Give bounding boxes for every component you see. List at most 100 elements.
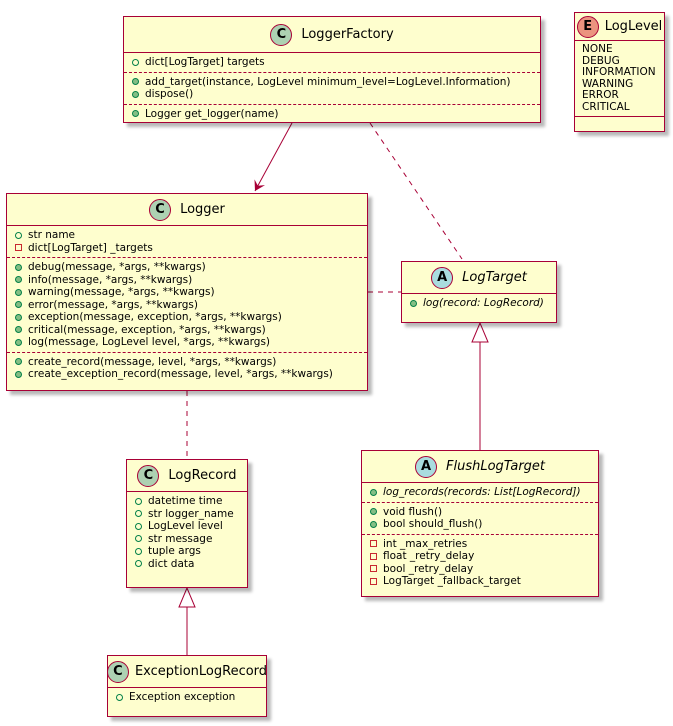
member-text: LogTarget _fallback_target (383, 575, 521, 587)
inherit-triangle-logrecord (178, 586, 196, 608)
enum-value: WARNING (582, 77, 634, 90)
member-text: critical(message, exception, *args, **kw… (28, 323, 266, 336)
class-field: str message (135, 533, 247, 546)
class-field: dict[LogTarget] targets (132, 56, 540, 69)
member-text: float _retry_delay (383, 550, 475, 562)
class-body: log(record: LogRecord) (402, 294, 556, 313)
class-header: A LogTarget (402, 262, 556, 294)
class-field: int _max_retries (370, 538, 598, 551)
public-method-icon (370, 508, 377, 516)
class-field: Exception exception (116, 691, 266, 704)
class-flush-log-target[interactable]: A FlushLogTarget log_records(records: Li… (361, 450, 599, 597)
class-field: dict[LogTarget] _targets (15, 242, 367, 255)
member-text: Logger get_logger(name) (145, 107, 279, 120)
member-text: dict[LogTarget] _targets (28, 241, 153, 254)
public-method-icon (15, 288, 22, 296)
member-text: tuple args (148, 545, 201, 557)
class-badge-icon: C (149, 198, 172, 221)
member-section: add_target(instance, LogLevel minimum_le… (124, 71, 540, 104)
abstract-badge-icon: A (414, 455, 437, 478)
public-method-icon (15, 263, 22, 271)
member-section: create_record(message, level, *args, **k… (7, 351, 367, 384)
member-text: exception(message, exception, *args, **k… (28, 311, 282, 323)
inherit-triangle-logtarget (471, 321, 489, 343)
class-method: void flush() (370, 506, 598, 519)
class-method: log(message, LogLevel level, *args, **kw… (15, 336, 367, 349)
class-field: LogLevel level (135, 520, 247, 533)
public-method-icon (15, 370, 22, 378)
class-log-target[interactable]: A LogTarget log(record: LogRecord) (401, 261, 557, 323)
enum-log-level[interactable]: E LogLevel NONE DEBUG INFORMATION WARNIN… (574, 12, 665, 132)
class-header: C ExceptionLogRecord (106, 656, 267, 688)
class-badge-icon: C (137, 464, 160, 487)
private-field-icon (370, 565, 377, 573)
public-field-icon (135, 547, 142, 555)
class-method: create_record(message, level, *args, **k… (15, 356, 367, 369)
member-text: add_target(instance, LogLevel minimum_le… (145, 75, 511, 88)
member-section: log(record: LogRecord) (402, 294, 556, 313)
member-text: int _max_retries (383, 537, 468, 550)
member-text: LogLevel level (148, 520, 223, 532)
class-name: LoggerFactory (301, 27, 394, 42)
class-exception-log-record[interactable]: C ExceptionLogRecord Exception exception (106, 655, 267, 717)
member-section: debug(message, *args, **kwargs)info(mess… (7, 257, 367, 352)
member-text: create_record(message, level, *args, **k… (28, 355, 277, 368)
dep-factory-logtarget (369, 122, 463, 260)
class-method: log_records(records: List[LogRecord]) (370, 486, 598, 499)
private-field-icon (15, 244, 22, 252)
enum-value: ERROR (582, 89, 619, 101)
class-field: float _retry_delay (370, 550, 598, 563)
member-text: str name (28, 229, 76, 241)
enum-value: DEBUG (582, 54, 620, 67)
member-text: warning(message, *args, **kwargs) (28, 286, 215, 298)
public-field-icon (135, 522, 142, 530)
assoc-factory-logger (254, 122, 293, 192)
member-text: bool _retry_delay (383, 562, 474, 575)
class-method: bool should_flush() (370, 518, 598, 531)
enum-value: INFORMATION (582, 66, 656, 78)
public-field-icon (135, 560, 142, 568)
class-method: add_target(instance, LogLevel minimum_le… (132, 76, 540, 89)
member-text: log(message, LogLevel level, *args, **kw… (28, 336, 271, 348)
public-field-icon (116, 693, 123, 701)
public-field-icon (135, 535, 142, 543)
class-method: exception(message, exception, *args, **k… (15, 311, 367, 324)
enum-empty-section (575, 116, 664, 123)
public-method-icon (15, 338, 22, 346)
class-logger-factory[interactable]: C LoggerFactory dict[LogTarget] targets a… (123, 16, 541, 123)
class-badge-icon: C (106, 660, 129, 683)
member-text: log(record: LogRecord) (423, 297, 544, 309)
member-section: log_records(records: List[LogRecord]) (362, 483, 598, 502)
class-body: log_records(records: List[LogRecord]) voi… (362, 483, 598, 591)
class-field: datetime time (135, 495, 247, 508)
member-text: log_records(records: List[LogRecord]) (383, 486, 581, 498)
member-text: debug(message, *args, **kwargs) (28, 261, 206, 273)
class-badge-icon: C (270, 23, 293, 46)
enum-values: NONE DEBUG INFORMATION WARNING ERROR CRI… (575, 41, 664, 116)
public-method-icon (132, 78, 139, 86)
class-field: dict data (135, 558, 247, 571)
public-method-icon (15, 313, 22, 321)
enum-value: NONE (582, 43, 613, 55)
member-text: void flush() (383, 505, 443, 518)
class-body: dict[LogTarget] targets add_target(instan… (124, 53, 540, 123)
class-header: C LogRecord (127, 460, 247, 492)
class-header: C LoggerFactory (124, 17, 540, 53)
class-method: create_exception_record(message, level, … (15, 368, 367, 381)
member-section: dict[LogTarget] targets (124, 53, 540, 72)
public-field-icon (135, 497, 142, 505)
member-text: str message (148, 532, 213, 545)
class-name: Logger (180, 202, 225, 217)
class-field: LogTarget _fallback_target (370, 575, 598, 588)
private-field-icon (370, 540, 377, 548)
class-method: critical(message, exception, *args, **kw… (15, 324, 367, 337)
abstract-badge-icon: A (431, 266, 454, 289)
class-method: error(message, *args, **kwargs) (15, 299, 367, 312)
public-method-icon (15, 301, 22, 309)
public-method-icon (15, 276, 22, 284)
